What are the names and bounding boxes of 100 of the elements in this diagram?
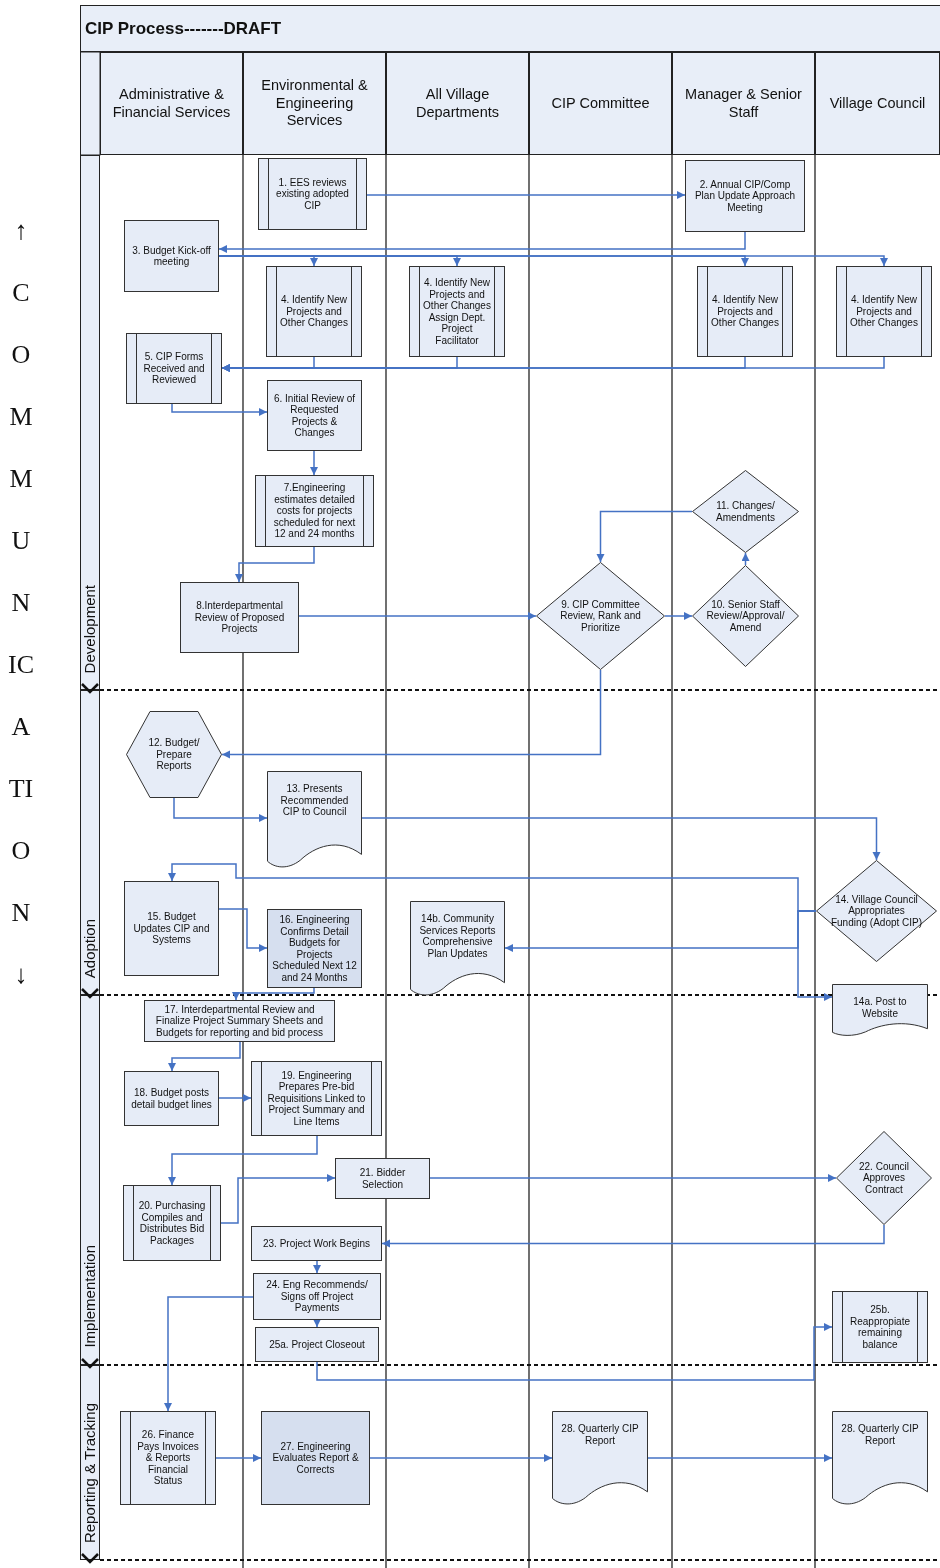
subprocess-box [255,475,374,547]
phase-title: Implementation [81,1245,99,1348]
step-text: 14. Village Council Appropriates Funding (Adopt CIP) [830,893,923,929]
process-box [124,220,219,292]
step-text: 26. Finance Pays Invoices & Reports Financial Status [136,1429,200,1487]
step-text: 3. Budget Kick-off meeting [131,244,212,268]
connector-arrow [429,1174,837,1182]
step-text: 24. Eng Recommends/ Signs off Project Payments [265,1279,369,1314]
decision-diamond [836,1131,932,1225]
phase-title: Adoption [81,918,99,978]
step-text: 14a. Post to Website [852,996,908,1019]
lane-header [672,52,815,155]
step-text: 2. Annual CIP/Comp Plan Update Approach Meeting [693,178,797,214]
step-text: 5. CIP Forms Received and Reviewed [142,351,206,386]
subprocess-box [126,333,222,404]
step-text: 12. Budget/ Prepare Reports [147,737,201,772]
subprocess-box [123,1185,221,1261]
document-shape [267,771,362,868]
step-text: 4. Identify New Projects and Other Changes [711,294,779,329]
connector-arrow [366,191,686,199]
document-shape [832,984,928,1036]
phase-title: Reporting & Tracking [81,1402,99,1543]
step-text: 14b. Community Services Reports Comprehensive Plan Updates [418,913,497,959]
subprocess-box [120,1411,216,1505]
document-shape [832,1411,928,1505]
process-box [251,1226,382,1261]
phase-band [80,155,100,690]
step-text: 19. Engineering Prepares Pre-bid Requisitions Linked to Project Summary and Line Items [266,1069,367,1128]
subprocess-box [832,1291,928,1363]
diagram-title: CIP Process-------DRAFT [85,18,282,39]
subprocess-box [409,266,505,357]
process-box [255,1327,379,1362]
step-text: 6. Initial Review of Requested Projects & Changes [272,392,357,439]
connector-arrow [316,1323,833,1381]
step-text: 9. CIP Committee Review, Rank and Prioritize [559,598,642,634]
connector-arrow [797,910,833,1001]
connector-arrow [596,510,693,563]
connector-arrow [220,1174,336,1224]
lane-header [529,52,672,155]
phase-band [80,1365,100,1560]
step-text: 27. Engineering Evaluates Report & Corrects [271,1440,360,1476]
connector-arrow [173,797,268,822]
connector-arrow [168,1041,241,1072]
lane-title: All Village Departments [415,86,500,121]
lane-title: CIP Committee [551,94,650,113]
connector-arrow [218,1094,252,1102]
step-text: 17. Interdepartmental Review and Finalize Project Summary Sheets and Budgets for reporting and bid process [154,1003,325,1039]
subprocess-box [251,1061,382,1136]
document-shape [410,901,505,996]
preparation-hexagon [126,711,222,798]
process-box [124,881,219,976]
connector-arrow [218,231,746,253]
lane-header [386,52,529,155]
connector-arrow [361,817,881,861]
process-box [144,1000,335,1042]
step-text: 16. Engineering Confirms Detail Budgets for Projects Scheduled Next 12 and 24 Months [272,914,357,983]
connector-arrow [647,1454,833,1462]
connector-arrow [232,987,315,1001]
step-text: 11. Changes/ Amendments [715,500,776,523]
step-text: 15. Budget Updates CIP and Systems [132,911,211,946]
subprocess-box [697,266,793,357]
step-text: 18. Budget posts detail budget lines [130,1087,213,1110]
connector-arrow [171,403,268,416]
subprocess-box [836,266,932,357]
document-shape [552,1411,648,1505]
process-box [261,1411,370,1505]
step-text: 10. Senior Staff Review/Approval/ Amend [706,598,785,634]
step-text: 4. Identify New Projects and Other Changes Assign Dept. Project Facilitator [423,277,491,346]
decision-diamond [816,860,937,962]
lane-title: Manager & Senior Staff [684,86,803,121]
step-text: 1. EES reviews existing adopted CIP [275,176,350,212]
side-label: ↑COMMUNICATION↓ [8,215,34,991]
step-text: 21. Bidder Selection [358,1167,407,1190]
decision-diamond [692,565,799,667]
connector-arrow [381,1224,885,1248]
connector-arrow [310,450,318,476]
connector-arrow [741,552,750,566]
lane-header [100,52,243,155]
decision-diamond [692,470,799,553]
step-text: 28. Quarterly CIP Report [560,1423,640,1446]
connector-arrow [164,1296,254,1412]
decision-diamond [536,562,665,670]
connector-arrow [313,1319,321,1328]
connector-arrow [313,1260,321,1274]
step-text: 23. Project Work Begins [262,1237,371,1250]
connector-arrow [298,612,537,620]
connector-arrow [369,1454,553,1462]
process-box [253,1273,381,1320]
connector-arrow [215,1454,262,1462]
step-text: 22. Council Approves Contract [858,1160,910,1196]
lane-title: Administrative & Financial Services [111,86,232,121]
phase-title: Development [81,584,99,673]
step-text: 7.Engineering estimates detailed costs for projects scheduled for next 12 and 24 months [272,482,357,540]
lane-title: Village Council [829,94,926,113]
subprocess-box [258,158,367,230]
step-text: 25b. Reappropiate remaining balance [848,1304,911,1350]
lane-header [815,52,940,155]
step-text: 4. Identify New Projects and Other Changes [850,294,918,329]
step-text: 20. Purchasing Compiles and Distributes Bid Packages [137,1200,207,1246]
process-box [267,380,362,451]
